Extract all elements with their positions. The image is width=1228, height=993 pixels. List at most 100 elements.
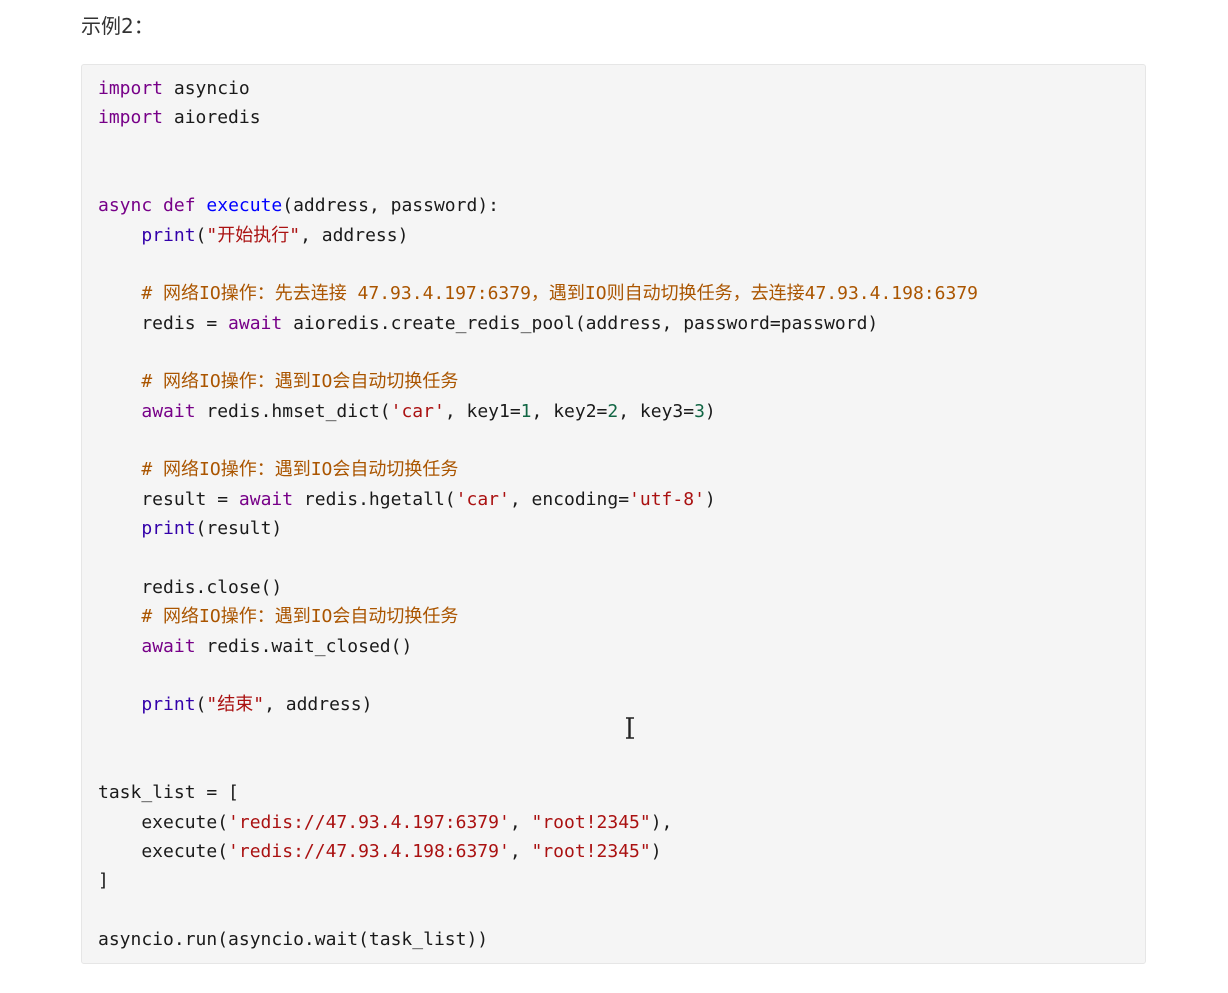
code-line: execute('redis://47.93.4.198:6379', "roo… <box>98 837 1145 866</box>
code-token-code-text: , address) <box>300 224 409 246</box>
code-line <box>98 162 1145 191</box>
code-token-code-text <box>98 225 141 246</box>
code-line <box>98 133 1145 162</box>
code-token-code-text: redis.close() <box>98 576 283 598</box>
code-line: # 网络IO操作：先去连接 47.93.4.197:6379，遇到IO则自动切换… <box>98 279 1145 308</box>
code-token-code-text: , encoding= <box>509 488 630 510</box>
code-line: # 网络IO操作：遇到IO会自动切换任务 <box>98 602 1145 631</box>
code-line <box>98 426 1145 455</box>
code-token-string-literal: "root!2345" <box>531 840 651 862</box>
code-line <box>98 896 1145 925</box>
code-token-code-text: result = <box>98 488 239 510</box>
code-token-code-text <box>98 636 141 657</box>
code-token-string-literal: "开始执行" <box>206 224 301 246</box>
code-line <box>98 250 1145 279</box>
code-line: task_list = [ <box>98 778 1145 807</box>
code-token-code-text: aioredis <box>163 107 261 129</box>
code-line <box>98 338 1145 367</box>
code-token-code-text: redis.hmset_dict( <box>195 400 391 422</box>
code-line: print("开始执行", address) <box>98 221 1145 250</box>
code-token-code-text: ( <box>195 694 207 716</box>
code-line: await redis.hmset_dict('car', key1=1, ke… <box>98 397 1145 426</box>
code-line: async def execute(address, password): <box>98 191 1145 220</box>
code-line <box>98 544 1145 573</box>
text-cursor-icon <box>626 717 634 739</box>
code-token-builtin: print <box>141 224 196 246</box>
code-token-code-text <box>98 606 141 627</box>
code-token-number-literal: 3 <box>694 400 705 422</box>
code-token-keyword: await <box>238 488 294 510</box>
code-token-code-text <box>98 371 141 392</box>
code-line: print(result) <box>98 514 1145 543</box>
code-line: redis = await aioredis.create_redis_pool… <box>98 309 1145 338</box>
code-token-code-text: , <box>509 811 532 833</box>
code-line: result = await redis.hgetall('car', enco… <box>98 485 1145 514</box>
code-token-comment: # 网络IO操作：遇到IO会自动切换任务 <box>141 371 459 393</box>
code-token-code-text: redis.hgetall( <box>293 488 456 510</box>
code-token-code-text <box>152 195 163 216</box>
code-token-code-text: ( <box>195 224 207 246</box>
code-token-keyword: def <box>163 195 196 217</box>
code-token-code-text: aioredis.create_redis_pool(address, pass… <box>282 312 879 334</box>
code-token-function-name: execute <box>206 195 283 217</box>
code-token-builtin: print <box>141 518 196 540</box>
code-token-keyword: await <box>141 635 196 657</box>
code-token-code-text <box>98 518 141 539</box>
code-token-code-text: , key2= <box>531 400 608 422</box>
code-token-code-text <box>98 459 141 480</box>
code-token-code-text: task_list = [ <box>98 782 239 804</box>
code-token-comment: # 网络IO操作：先去连接 47.93.4.197:6379，遇到IO则自动切换… <box>141 283 978 305</box>
code-line: # 网络IO操作：遇到IO会自动切换任务 <box>98 367 1145 396</box>
code-token-builtin: print <box>141 694 196 716</box>
code-line: redis.close() <box>98 573 1145 602</box>
code-token-keyword: await <box>141 400 196 422</box>
code-token-code-text: ] <box>98 870 109 892</box>
code-token-string-literal: "root!2345" <box>531 811 651 833</box>
code-token-code-text: execute( <box>98 840 229 862</box>
code-token-code-text: , <box>509 840 532 862</box>
code-token-code-text: redis.wait_closed() <box>195 635 413 657</box>
code-line <box>98 661 1145 690</box>
code-token-code-text: asyncio.run(asyncio.wait(task_list)) <box>98 928 489 950</box>
code-line <box>98 749 1145 778</box>
code-line: await redis.wait_closed() <box>98 632 1145 661</box>
code-line: print("结束", address) <box>98 690 1145 719</box>
code-token-code-text: redis = <box>98 312 229 334</box>
code-token-code-text <box>196 195 207 216</box>
code-token-code-text: execute( <box>98 811 229 833</box>
code-token-code-text: asyncio <box>163 78 250 99</box>
code-line: import aioredis <box>98 103 1145 132</box>
code-line: execute('redis://47.93.4.197:6379', "roo… <box>98 808 1145 837</box>
code-token-string-literal: "结束" <box>206 694 265 716</box>
code-token-keyword: import <box>98 107 164 129</box>
code-line: # 网络IO操作：遇到IO会自动切换任务 <box>98 455 1145 484</box>
code-token-code-text: , address) <box>264 694 373 716</box>
code-token-keyword: await <box>228 312 283 334</box>
code-line: asyncio.run(asyncio.wait(task_list)) <box>98 925 1145 954</box>
code-token-string-literal: 'redis://47.93.4.198:6379' <box>228 840 510 862</box>
code-token-code-text: , key3= <box>618 400 695 422</box>
code-token-string-literal: 'utf-8' <box>629 488 705 510</box>
code-token-comment: # 网络IO操作：遇到IO会自动切换任务 <box>141 606 459 628</box>
code-token-keyword: async <box>98 195 153 217</box>
code-token-code-text <box>98 401 141 422</box>
code-line: import asyncio <box>98 74 1145 103</box>
code-token-code-text: ) <box>650 840 662 862</box>
code-token-comment: # 网络IO操作：遇到IO会自动切换任务 <box>141 459 459 481</box>
code-token-string-literal: 'car' <box>455 488 510 510</box>
code-token-code-text: ) <box>704 488 716 510</box>
code-token-code-text <box>98 283 141 304</box>
code-token-code-text: ) <box>704 400 716 422</box>
code-token-string-literal: 'car' <box>390 400 445 422</box>
code-token-string-literal: 'redis://47.93.4.197:6379' <box>228 811 510 833</box>
code-token-code-text <box>98 694 141 715</box>
code-token-code-text: (address, password): <box>282 195 499 217</box>
code-token-code-text: ), <box>650 811 673 833</box>
code-token-keyword: import <box>98 78 164 99</box>
section-heading: 示例2： <box>81 14 154 38</box>
code-line <box>98 720 1145 749</box>
code-token-number-literal: 2 <box>607 400 619 422</box>
code-token-number-literal: 1 <box>520 400 532 422</box>
code-token-code-text: (result) <box>195 518 283 540</box>
